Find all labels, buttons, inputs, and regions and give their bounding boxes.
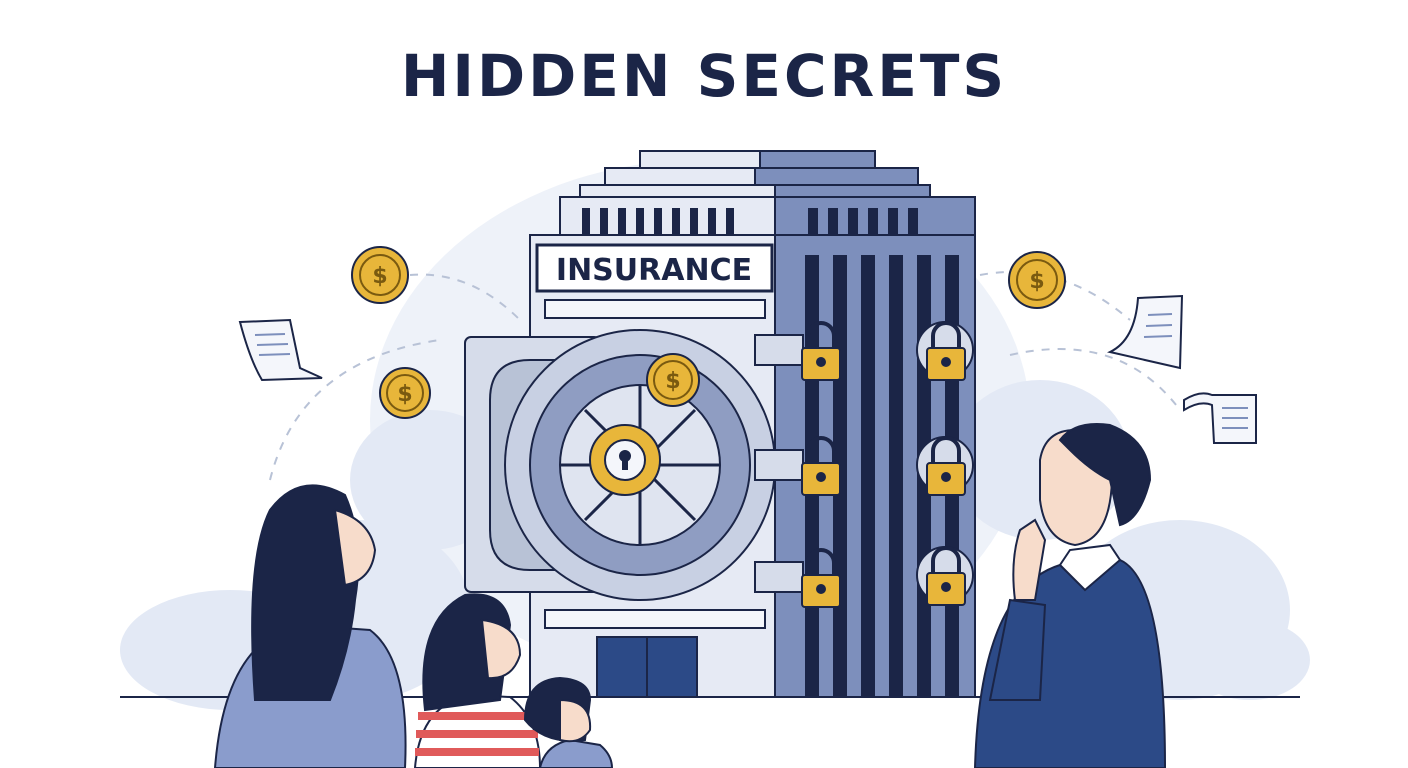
document-icon	[1106, 294, 1184, 370]
document-icon	[238, 318, 323, 382]
padlock-icon	[916, 546, 974, 606]
padlock-icon	[916, 321, 974, 381]
dashed-paths	[269, 271, 1181, 481]
padlock-icon	[916, 436, 974, 496]
svg-text:$: $	[1029, 269, 1044, 294]
coin-icon: $	[351, 246, 409, 304]
padlock-icon	[754, 548, 841, 608]
svg-text:$: $	[372, 264, 387, 289]
man-figure	[973, 423, 1167, 768]
insurance-sign: INSURANCE	[535, 243, 774, 293]
woman-figure	[213, 484, 407, 768]
coin-icon: $	[379, 367, 431, 419]
boy-figure	[523, 676, 614, 768]
girl-figure	[413, 593, 542, 768]
page-title: HIDDEN SECRETS	[400, 42, 1008, 110]
vault-door	[464, 329, 776, 601]
coin-icon: $	[1008, 251, 1066, 309]
sign-text: INSURANCE	[556, 253, 752, 288]
padlocks	[754, 321, 974, 608]
svg-text:$: $	[397, 382, 412, 407]
coin-icon: $	[646, 353, 700, 407]
svg-text:$: $	[665, 369, 680, 394]
padlock-icon	[754, 436, 841, 496]
document-icon	[1183, 392, 1257, 444]
padlock-icon	[754, 321, 841, 381]
